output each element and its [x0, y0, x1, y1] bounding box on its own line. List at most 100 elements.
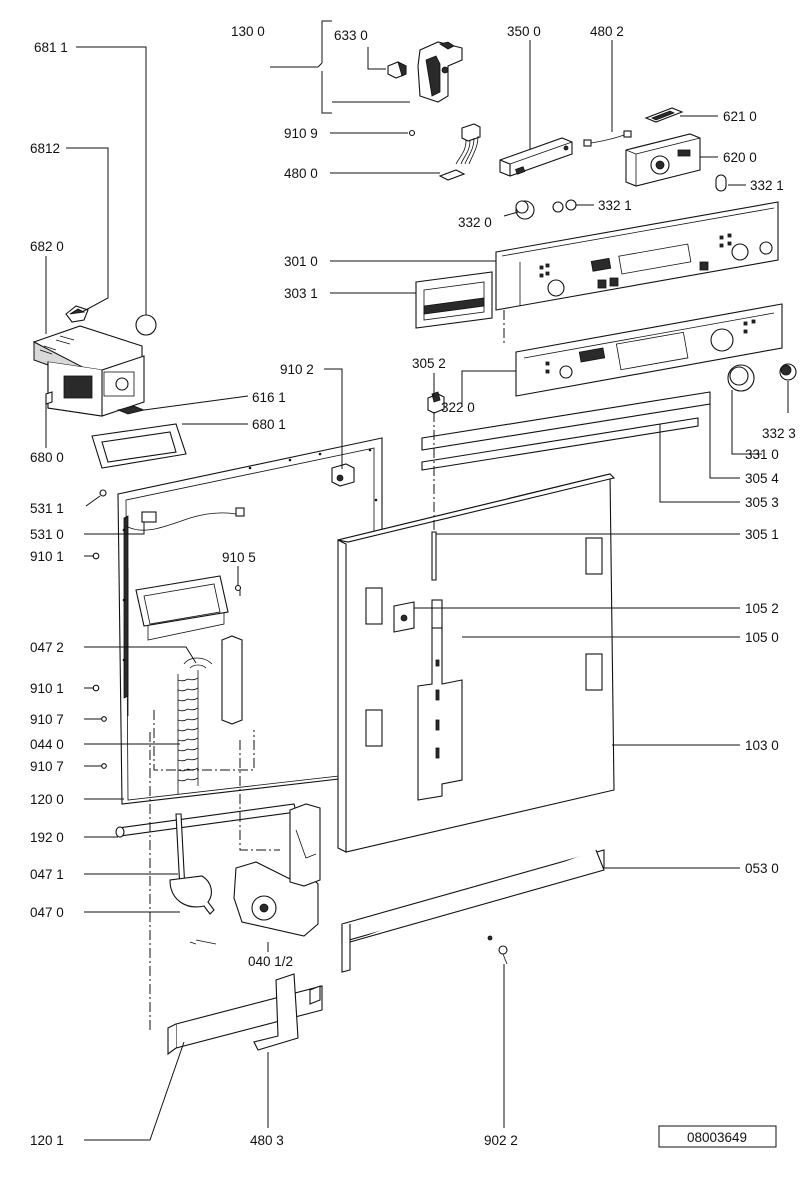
part-192-0	[115, 803, 297, 838]
label-305-3: 305 3	[745, 495, 779, 510]
part-681-1	[135, 314, 157, 336]
part-531-1	[99, 489, 107, 497]
label-910-2: 910 2	[280, 362, 314, 377]
label-681-1: 681 1	[34, 40, 68, 55]
label-682-0: 682 0	[30, 239, 64, 254]
part-331-0	[727, 364, 755, 392]
label-047-2: 047 2	[30, 640, 64, 655]
part-621-0	[644, 107, 684, 123]
label-192-0: 192 0	[30, 830, 64, 845]
part-hinge-strip	[221, 635, 243, 725]
label-040-1-2: 040 1/2	[248, 954, 293, 969]
part-910-5	[234, 584, 242, 592]
part-620-0	[625, 133, 701, 187]
leader-lines	[45, 20, 789, 1141]
labels: 130 0 633 0 350 0 480 2 681 1 910 9 621 …	[30, 24, 796, 1148]
label-331-0: 331 0	[745, 447, 779, 462]
part-103-0	[337, 473, 616, 853]
part-680-1	[91, 423, 187, 469]
part-480-3	[253, 973, 299, 1051]
part-301-0	[495, 201, 779, 311]
label-910-7a: 910 7	[30, 712, 64, 727]
label-902-2: 902 2	[484, 1133, 518, 1148]
label-531-0: 531 0	[30, 527, 64, 542]
label-332-1b: 332 1	[598, 198, 632, 213]
label-910-5: 910 5	[222, 550, 256, 565]
label-120-1: 120 1	[30, 1133, 64, 1148]
label-531-1: 531 1	[30, 501, 64, 516]
part-105-0	[417, 599, 463, 801]
reference-code-box: 08003649	[658, 1125, 777, 1148]
part-044-0	[177, 670, 199, 794]
part-332-1a	[715, 174, 727, 192]
label-910-9: 910 9	[284, 126, 318, 141]
part-047-2	[183, 657, 213, 669]
label-105-2: 105 2	[745, 601, 779, 616]
part-vent-window	[135, 575, 229, 627]
part-322-0	[515, 303, 783, 397]
label-305-1: 305 1	[745, 527, 779, 542]
label-480-2: 480 2	[590, 24, 624, 39]
label-301-0: 301 0	[284, 254, 318, 269]
part-047-0	[169, 875, 217, 945]
part-350-0	[499, 137, 573, 177]
label-680-0: 680 0	[30, 450, 64, 465]
part-305-1	[431, 531, 437, 581]
part-902-2	[498, 945, 508, 965]
part-6812	[65, 305, 89, 323]
part-332-3	[779, 363, 797, 381]
label-305-4: 305 4	[745, 471, 779, 486]
label-332-3: 332 3	[762, 426, 796, 441]
label-910-7b: 910 7	[30, 759, 64, 774]
label-350-0: 350 0	[507, 24, 541, 39]
label-910-1b: 910 1	[30, 681, 64, 696]
part-531-0	[125, 507, 245, 531]
part-910-7a	[101, 716, 107, 722]
part-053-0	[341, 849, 605, 973]
label-480-0: 480 0	[284, 166, 318, 181]
label-6812: 6812	[30, 141, 60, 156]
label-621-0: 621 0	[723, 109, 757, 124]
part-633-0	[387, 61, 407, 79]
label-616-1: 616 1	[252, 390, 286, 405]
label-103-0: 103 0	[745, 738, 779, 753]
label-130-0: 130 0	[231, 24, 265, 39]
label-620-0: 620 0	[723, 150, 757, 165]
part-305-3	[421, 417, 699, 471]
label-633-0: 633 0	[334, 28, 368, 43]
label-332-0: 332 0	[458, 215, 492, 230]
part-120-1	[167, 985, 323, 1056]
part-040-1-2	[233, 803, 321, 937]
assembly-lines	[149, 310, 505, 1030]
part-680-0	[32, 325, 145, 417]
label-047-1: 047 1	[30, 867, 64, 882]
label-480-3: 480 3	[250, 1133, 284, 1148]
part-910-2	[331, 463, 355, 487]
part-480-2	[583, 130, 632, 147]
label-120-0: 120 0	[30, 792, 64, 807]
label-303-1: 303 1	[284, 286, 318, 301]
part-480-0	[438, 123, 481, 181]
label-053-0: 053 0	[745, 861, 779, 876]
part-105-2	[393, 601, 415, 633]
part-910-7b	[101, 763, 107, 769]
label-105-0: 105 0	[745, 630, 779, 645]
label-047-0: 047 0	[30, 905, 64, 920]
label-332-1a: 332 1	[750, 178, 784, 193]
part-910-9	[408, 129, 416, 137]
part-303-1	[415, 271, 493, 329]
part-332-1b	[552, 199, 577, 213]
label-044-0: 044 0	[30, 737, 64, 752]
label-322-0: 322 0	[441, 400, 475, 415]
part-910-1b	[92, 684, 100, 692]
reference-code: 08003649	[687, 1130, 747, 1145]
part-305-2	[427, 391, 445, 414]
part-332-0	[515, 200, 535, 220]
label-910-1a: 910 1	[30, 549, 64, 564]
part-130-0	[417, 41, 463, 103]
part-910-1a	[92, 552, 100, 560]
label-680-1: 680 1	[252, 417, 286, 432]
label-305-2: 305 2	[412, 356, 446, 371]
